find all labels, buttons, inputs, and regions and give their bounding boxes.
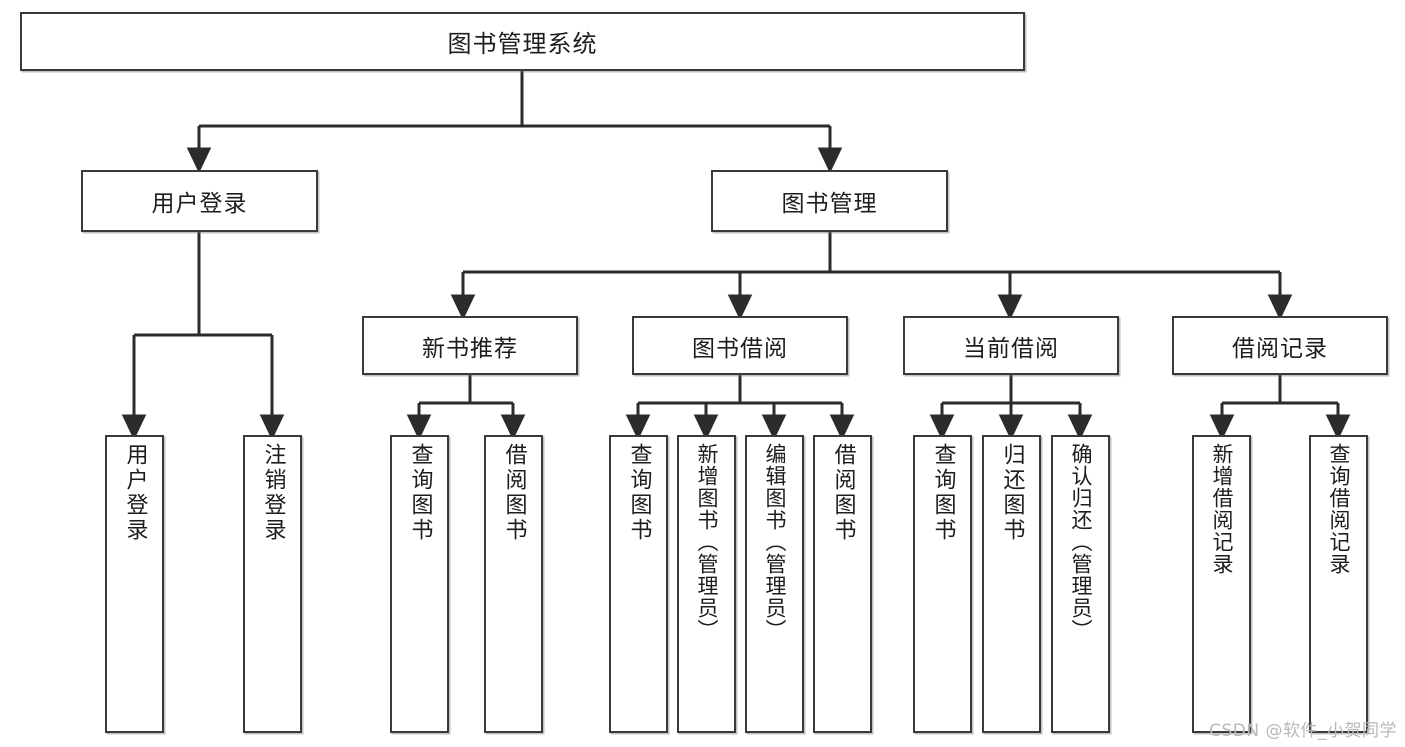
leaf-record-query-record[interactable]: 查询借阅记录	[1309, 435, 1368, 733]
leaf-borrow-add-book-admin[interactable]: 新增图书（管理员）	[677, 435, 736, 733]
leaf-borrow-borrow-book[interactable]: 借阅图书	[813, 435, 872, 733]
leaf-record-add-record-label: 新增借阅记录	[1210, 443, 1234, 575]
node-root-label: 图书管理系统	[447, 30, 598, 58]
leaf-current-confirm-return-admin[interactable]: 确认归还（管理员）	[1051, 435, 1110, 733]
leaf-record-add-record[interactable]: 新增借阅记录	[1192, 435, 1251, 733]
leaf-borrow-query-book[interactable]: 查询图书	[609, 435, 668, 733]
leaf-borrow-edit-book-admin[interactable]: 编辑图书（管理员）	[745, 435, 804, 733]
leaf-user-login-signout-label: 注销登录	[260, 443, 286, 543]
leaf-current-confirm-return-admin-label: 确认归还（管理员）	[1069, 443, 1093, 641]
node-current-borrow-label: 当前借阅	[963, 335, 1059, 362]
node-book-management-label: 图书管理	[781, 191, 878, 217]
node-book-borrow-label: 图书借阅	[692, 335, 788, 362]
leaf-borrow-query-book-label: 查询图书	[626, 443, 652, 543]
leaf-user-login-signin[interactable]: 用户登录	[105, 435, 164, 733]
node-borrow-record-label: 借阅记录	[1232, 335, 1328, 362]
leaf-new-book-borrow[interactable]: 借阅图书	[484, 435, 543, 733]
node-user-login[interactable]: 用户登录	[81, 170, 318, 232]
leaf-new-book-query[interactable]: 查询图书	[390, 435, 449, 733]
node-user-login-label: 用户登录	[151, 191, 248, 217]
node-new-book-recommend-label: 新书推荐	[422, 335, 518, 362]
node-current-borrow[interactable]: 当前借阅	[903, 316, 1119, 375]
leaf-new-book-query-label: 查询图书	[407, 443, 433, 543]
leaf-current-query-book[interactable]: 查询图书	[913, 435, 972, 733]
leaf-borrow-edit-book-admin-label: 编辑图书（管理员）	[763, 443, 787, 641]
node-book-borrow[interactable]: 图书借阅	[632, 316, 848, 375]
node-new-book-recommend[interactable]: 新书推荐	[362, 316, 578, 375]
leaf-new-book-borrow-label: 借阅图书	[501, 443, 527, 543]
leaf-user-login-signin-label: 用户登录	[122, 443, 148, 543]
leaf-record-query-record-label: 查询借阅记录	[1327, 443, 1351, 575]
leaf-borrow-add-book-admin-label: 新增图书（管理员）	[695, 443, 719, 641]
leaf-current-return-book[interactable]: 归还图书	[982, 435, 1041, 733]
leaf-current-query-book-label: 查询图书	[930, 443, 956, 543]
leaf-user-login-signout[interactable]: 注销登录	[243, 435, 302, 733]
leaf-current-return-book-label: 归还图书	[999, 443, 1025, 543]
node-root-book-management-system[interactable]: 图书管理系统	[20, 12, 1025, 71]
node-book-management[interactable]: 图书管理	[711, 170, 948, 232]
node-borrow-record[interactable]: 借阅记录	[1172, 316, 1388, 375]
leaf-borrow-borrow-book-label: 借阅图书	[830, 443, 856, 543]
